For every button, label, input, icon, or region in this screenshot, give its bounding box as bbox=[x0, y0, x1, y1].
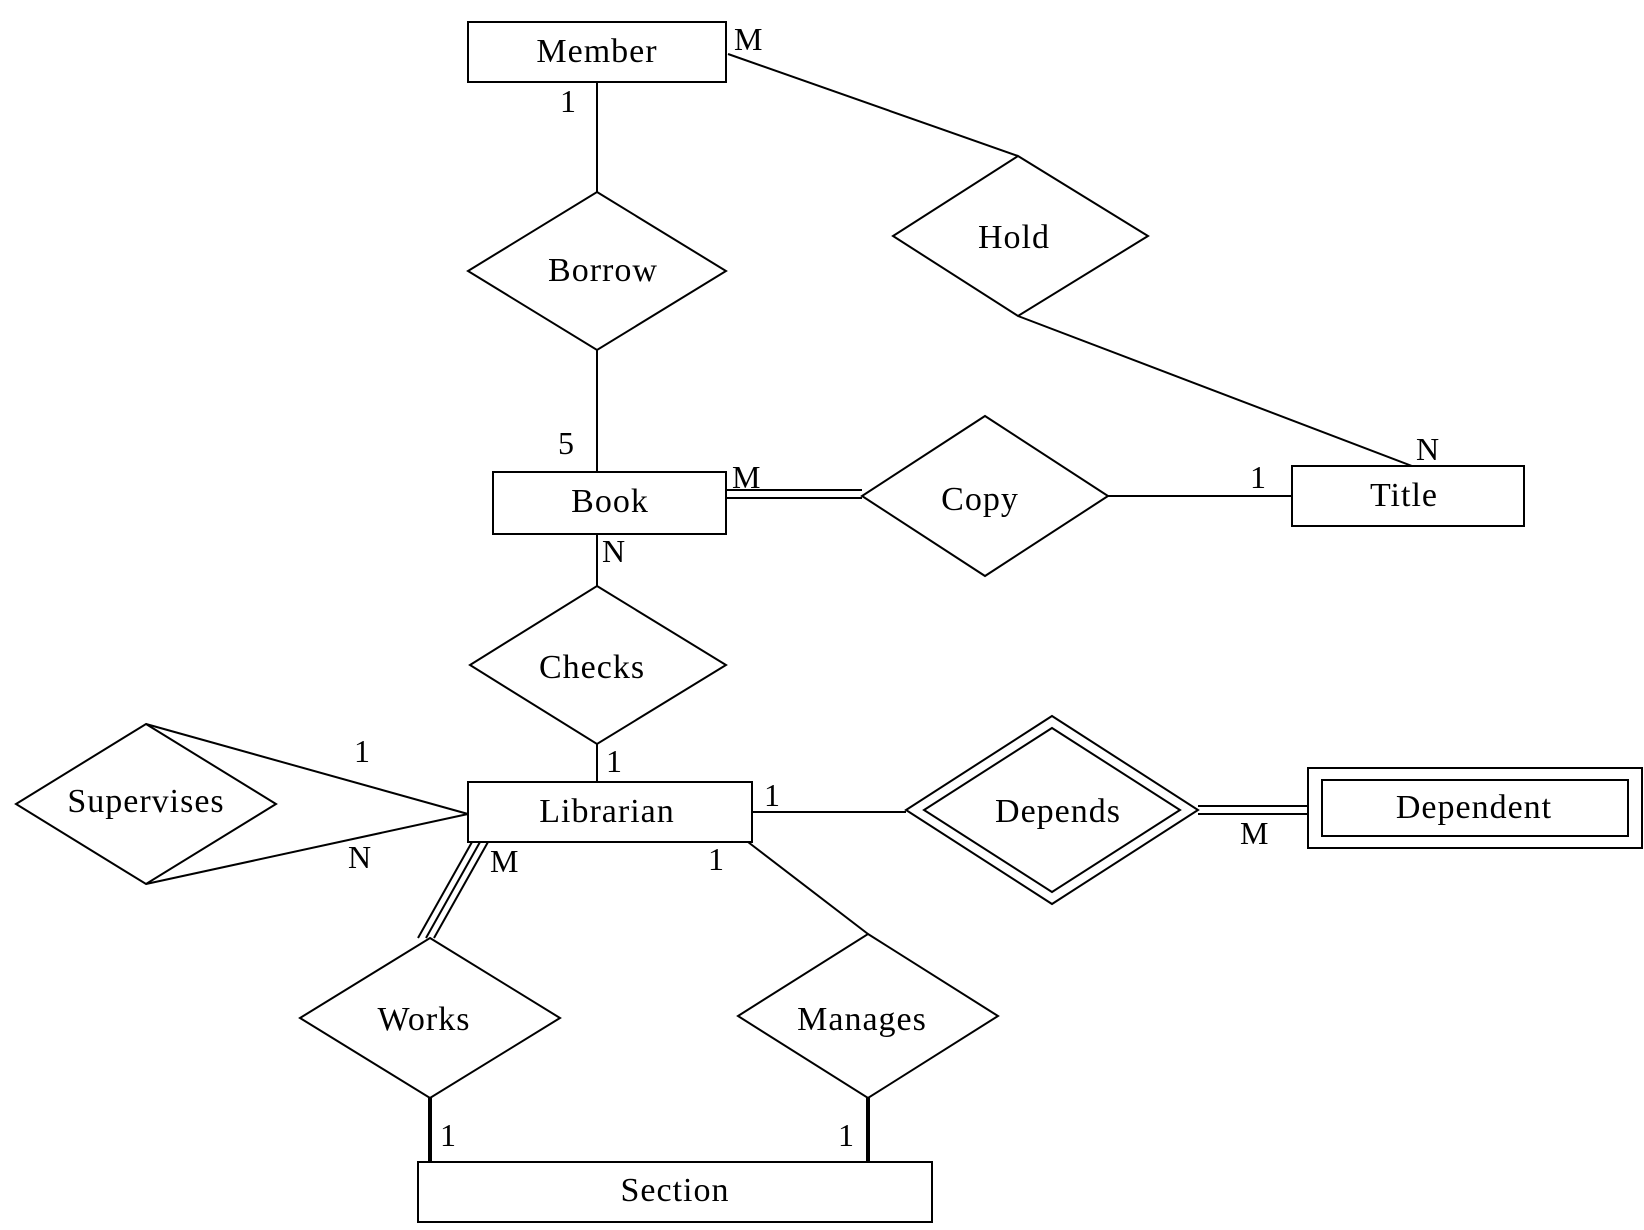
librarian-works-line-1 bbox=[417, 841, 473, 939]
hold-relationship bbox=[891, 154, 1150, 318]
title-label: Title bbox=[1370, 477, 1438, 514]
member-entity bbox=[467, 21, 727, 83]
borrow-label: Borrow bbox=[548, 252, 658, 289]
librarian-entity bbox=[467, 781, 753, 843]
cardinality-member-hold: M bbox=[734, 21, 762, 57]
hold-label: Hold bbox=[978, 219, 1050, 256]
librarian-works-line-2 bbox=[425, 841, 481, 939]
supervises-bottom-line bbox=[145, 813, 469, 885]
cardinality-book-borrow: 5 bbox=[558, 425, 574, 461]
checks-relationship bbox=[468, 584, 728, 746]
section-entity bbox=[417, 1161, 933, 1223]
supervises-relationship bbox=[14, 722, 278, 886]
cardinality-librarian-depends: 1 bbox=[764, 777, 780, 813]
dependent-entity bbox=[1321, 779, 1629, 837]
depends-relationship bbox=[922, 726, 1182, 894]
cardinality-book-checks: N bbox=[602, 533, 625, 569]
cardinality-section-manages: 1 bbox=[838, 1117, 854, 1153]
librarian-label: Librarian bbox=[539, 793, 675, 830]
cardinality-dependent-depends: M bbox=[1240, 815, 1268, 851]
cardinality-member-borrow: 1 bbox=[560, 83, 576, 119]
book-label: Book bbox=[571, 483, 649, 520]
copy-relationship bbox=[860, 414, 1110, 578]
dependent-label: Dependent bbox=[1396, 789, 1552, 826]
member-hold-line bbox=[727, 53, 1019, 157]
cardinality-supervises-bottom: N bbox=[348, 839, 371, 875]
librarian-works-line-3 bbox=[433, 841, 489, 939]
hold-title-line bbox=[1017, 315, 1413, 467]
cardinality-librarian-works: M bbox=[490, 843, 518, 879]
supervises-label: Supervises bbox=[67, 783, 224, 820]
checks-label: Checks bbox=[539, 649, 645, 686]
cardinality-book-copy: M bbox=[732, 459, 760, 495]
works-label: Works bbox=[378, 1001, 471, 1038]
cardinality-title-hold: N bbox=[1416, 431, 1439, 467]
cardinality-section-works: 1 bbox=[440, 1117, 456, 1153]
cardinality-title-copy: 1 bbox=[1250, 459, 1266, 495]
copy-label: Copy bbox=[941, 481, 1019, 518]
section-label: Section bbox=[621, 1172, 730, 1209]
member-label: Member bbox=[536, 33, 657, 70]
works-relationship bbox=[298, 936, 562, 1100]
cardinality-librarian-checks: 1 bbox=[606, 743, 622, 779]
title-entity bbox=[1291, 465, 1525, 527]
borrow-relationship bbox=[466, 190, 728, 352]
manages-relationship bbox=[736, 932, 1000, 1100]
cardinality-supervises-top: 1 bbox=[354, 733, 370, 769]
librarian-manages-line bbox=[747, 841, 869, 935]
book-entity bbox=[492, 471, 727, 535]
depends-label: Depends bbox=[995, 793, 1121, 830]
cardinality-librarian-manages: 1 bbox=[708, 841, 724, 877]
supervises-top-line bbox=[145, 723, 469, 815]
manages-label: Manages bbox=[797, 1001, 927, 1038]
